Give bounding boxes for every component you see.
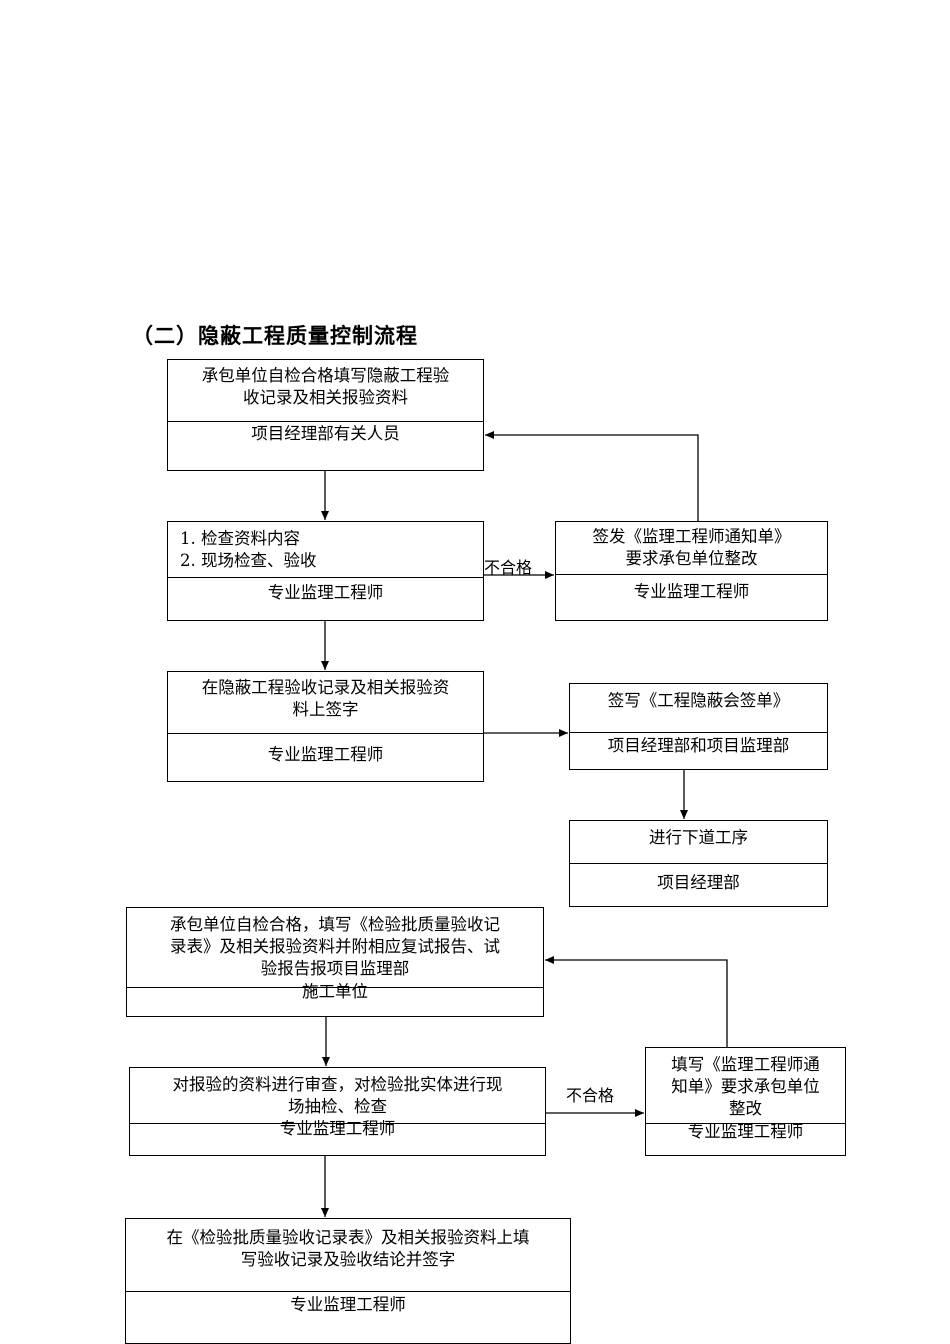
step-text-line: 对报验的资料进行审查，对检验批实体进行现 <box>172 1075 503 1094</box>
step-role: 专业监理工程师 <box>279 1119 396 1138</box>
step-text-line: 验报告报项目监理部 <box>260 959 410 978</box>
step-text-line: 写验收记录及验收结论并签字 <box>240 1250 456 1269</box>
step-text-line: 场抽检、检查 <box>288 1097 387 1116</box>
arrow-return <box>485 431 699 521</box>
arrow-return <box>545 956 728 1047</box>
flow1-step-inspection: 1. 检查资料内容 2. 现场检查、验收 专业监理工程师 <box>167 521 484 621</box>
flow1-step-notice: 签发《监理工程师通知单》 要求承包单位整改 专业监理工程师 <box>555 521 828 621</box>
step-text-line: 承包单位自检合格，填写《检验批质量验收记 <box>170 915 500 934</box>
page-title: （二）隐蔽工程质量控制流程 <box>132 324 418 348</box>
step-text-line: 录表》及相关报验资料并附相应复试报告、试 <box>170 937 500 956</box>
step-role: 施工单位 <box>302 982 368 1001</box>
step-text-line: 签发《监理工程师通知单》 <box>592 527 791 546</box>
step-role: 专业监理工程师 <box>290 1295 406 1314</box>
flow2-step-review: 对报验的资料进行审查，对检验批实体进行现 场抽检、检查 专业监理工程师 <box>129 1067 546 1156</box>
step-text-line: 1. 检查资料内容 <box>180 529 300 548</box>
step-text-line: 要求承包单位整改 <box>625 549 758 568</box>
step-role: 专业监理工程师 <box>687 1122 804 1141</box>
step-role: 项目经理部有关人员 <box>251 424 400 443</box>
step-text-line: 进行下道工序 <box>649 828 748 847</box>
step-text-line: 在《检验批质量验收记录表》及相关报验资料上填 <box>166 1228 530 1247</box>
step-text-line: 2. 现场检查、验收 <box>180 551 317 570</box>
step-role: 项目经理部 <box>657 873 740 892</box>
step-role: 专业监理工程师 <box>267 745 384 764</box>
flow1-step-next-process: 进行下道工序 项目经理部 <box>569 820 828 907</box>
step-text-line: 在隐蔽工程验收记录及相关报验资 <box>201 678 450 697</box>
step-text-line: 知单》要求承包单位 <box>671 1077 820 1096</box>
step-text-line: 承包单位自检合格填写隐蔽工程验 <box>201 366 450 385</box>
flow1-step-countersign: 签写《工程隐蔽会签单》 项目经理部和项目监理部 <box>569 683 828 770</box>
step-text-line: 料上签字 <box>292 700 359 719</box>
step-text-line: 填写《监理工程师通 <box>671 1055 820 1074</box>
step-text-line: 签写《工程隐蔽会签单》 <box>607 691 790 710</box>
flow2-step-notice: 填写《监理工程师通 知单》要求承包单位 整改 专业监理工程师 <box>645 1047 846 1156</box>
fail-label: 不合格 <box>484 558 533 577</box>
flow1-step-sign-record: 在隐蔽工程验收记录及相关报验资 料上签字 专业监理工程师 <box>167 671 484 782</box>
fail-label: 不合格 <box>566 1086 615 1105</box>
flow2-step-self-check: 承包单位自检合格，填写《检验批质量验收记 录表》及相关报验资料并附相应复试报告、… <box>126 907 544 1017</box>
step-text-line: 整改 <box>729 1099 762 1118</box>
step-role: 专业监理工程师 <box>633 582 750 601</box>
flow1-step-self-check: 承包单位自检合格填写隐蔽工程验 收记录及相关报验资料 项目经理部有关人员 <box>167 359 484 471</box>
step-text-line: 收记录及相关报验资料 <box>243 388 408 407</box>
step-role: 专业监理工程师 <box>168 577 483 620</box>
step-role: 项目经理部和项目监理部 <box>607 736 790 755</box>
